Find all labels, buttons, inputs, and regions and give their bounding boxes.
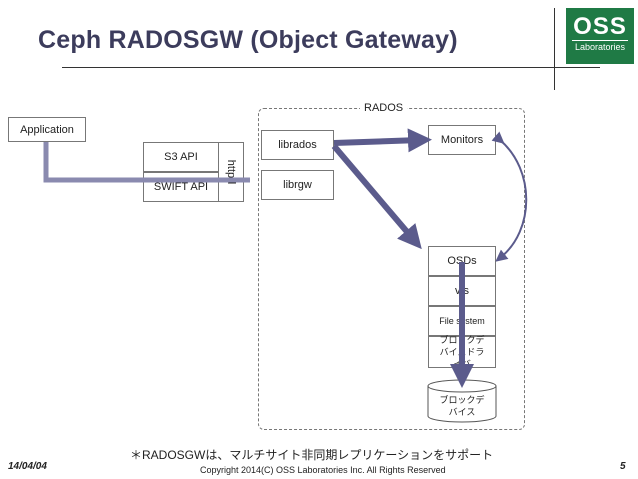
application-box: Application: [8, 117, 86, 142]
header-divider: [554, 8, 555, 90]
title-underline: [62, 67, 600, 68]
replication-note: ＊RADOSGWは、マルチサイト非同期レプリケーションをサポート: [130, 448, 494, 462]
arrow-application-to-librgw: [43, 142, 250, 183]
librados-box: librados: [261, 130, 334, 160]
rados-label: RADOS: [360, 102, 408, 114]
arrow-librados-to-osds: [331, 144, 422, 250]
block-device-label: ブロックデバイス: [439, 395, 485, 417]
librgw-box: librgw: [261, 170, 334, 200]
company-logo: OSS Laboratories: [566, 8, 634, 64]
footer-copyright: Copyright 2014(C) OSS Laboratories Inc. …: [200, 465, 446, 475]
osds-box: OSDs: [428, 246, 496, 276]
arrow-monitors-osds-curve: [491, 131, 528, 262]
footer-date: 14/04/04: [8, 461, 47, 472]
httpd-box: httpd: [218, 142, 244, 202]
logo-text-sub: Laboratories: [572, 40, 628, 53]
page-title: Ceph RADOSGW (Object Gateway): [38, 26, 458, 54]
logo-text-main: OSS: [573, 13, 627, 40]
arrow-librados-to-monitors: [333, 128, 432, 153]
block-device-cylinder: [427, 379, 497, 423]
monitors-box: Monitors: [428, 125, 496, 155]
page-number: 5: [620, 461, 626, 472]
